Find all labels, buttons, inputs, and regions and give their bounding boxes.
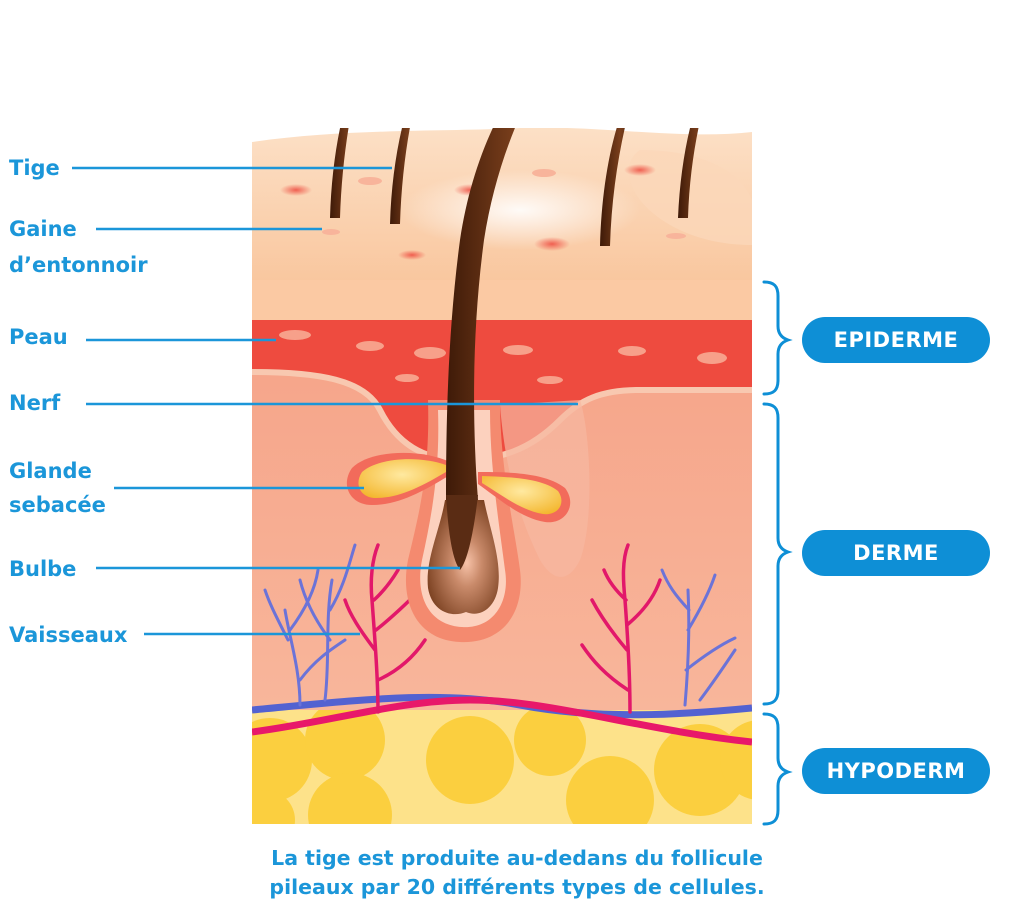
bracket-hypoderm bbox=[762, 712, 793, 826]
pill-epiderme: EPIDERME bbox=[802, 317, 990, 363]
pores bbox=[322, 169, 686, 239]
label-gaine-line1: Gaine bbox=[9, 217, 77, 241]
surface-fold bbox=[628, 150, 752, 245]
label-bulbe: Bulbe bbox=[9, 557, 77, 581]
label-glande-line2: sebacée bbox=[9, 493, 106, 517]
label-vaisseaux: Vaisseaux bbox=[9, 623, 128, 647]
pill-derme: DERME bbox=[802, 530, 990, 576]
sebaceous-gland-right-inner bbox=[482, 476, 562, 515]
pointer-lines bbox=[72, 166, 578, 636]
caption: La tige est produite au-dedans du follic… bbox=[232, 844, 802, 902]
caption-line2: pileaux par 20 différents types de cellu… bbox=[269, 875, 765, 899]
hair-4 bbox=[600, 128, 625, 246]
label-tige: Tige bbox=[9, 156, 60, 180]
label-peau: Peau bbox=[9, 325, 68, 349]
layer-brackets bbox=[762, 280, 793, 826]
epidermis-cells bbox=[279, 330, 727, 384]
label-gaine-line2: d’entonnoir bbox=[9, 253, 148, 277]
hair-5 bbox=[678, 128, 699, 218]
granular-layer bbox=[252, 278, 752, 320]
hair-1 bbox=[330, 128, 349, 218]
red-vessel bbox=[252, 696, 752, 746]
bracket-derme bbox=[762, 402, 793, 706]
vessels-right bbox=[580, 543, 737, 714]
hair-root bbox=[446, 495, 478, 570]
sebaceous-gland-left-inner bbox=[358, 459, 446, 498]
hair-2 bbox=[390, 128, 410, 224]
label-nerf: Nerf bbox=[9, 391, 61, 415]
pill-hypoderm: HYPODERM bbox=[802, 748, 990, 794]
caption-line1: La tige est produite au-dedans du follic… bbox=[271, 846, 763, 870]
bracket-epiderme bbox=[762, 280, 793, 396]
main-hair-shaft bbox=[446, 128, 515, 500]
label-glande-line1: Glande bbox=[9, 459, 92, 483]
